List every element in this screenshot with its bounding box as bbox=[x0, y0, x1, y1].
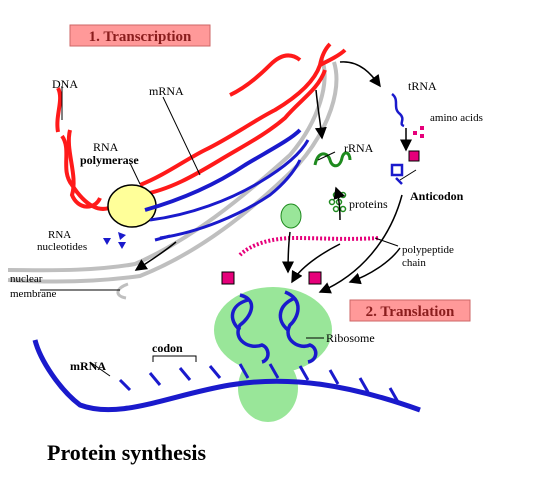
rna-nucleotides bbox=[103, 232, 126, 249]
amino-acids bbox=[413, 126, 424, 138]
label-nuclear-membrane-1: nuclear bbox=[10, 273, 43, 285]
mrna-strand bbox=[32, 339, 421, 413]
label-nuclear-membrane-2: membrane bbox=[10, 288, 57, 300]
transcription-label-box: 1. Transcription bbox=[69, 24, 211, 47]
codon-bracket bbox=[152, 355, 197, 362]
label-mrna-bottom: mRNA bbox=[70, 359, 106, 373]
ribosome-trnas bbox=[230, 290, 318, 364]
label-trna: tRNA bbox=[408, 79, 437, 93]
flow-arrows bbox=[134, 61, 412, 294]
translation-label: 2. Translation bbox=[366, 304, 455, 320]
charged-trna bbox=[390, 150, 420, 185]
transcribing-mrna bbox=[144, 128, 310, 242]
label-polypeptide-2: chain bbox=[402, 257, 426, 269]
amino-acid-site-a bbox=[221, 271, 235, 285]
dna-helix bbox=[55, 42, 347, 211]
trna-free bbox=[391, 93, 405, 128]
ribosome bbox=[214, 287, 332, 422]
label-dna: DNA bbox=[52, 77, 78, 91]
label-polypeptide-1: polypeptide bbox=[402, 244, 454, 256]
label-leaders bbox=[40, 86, 417, 377]
label-mrna-top: mRNA bbox=[149, 84, 184, 98]
label-rna-nucleotides-1: RNA bbox=[48, 229, 71, 241]
label-rna-polymerase-2: polymerase bbox=[80, 153, 139, 167]
label-rna-nucleotides-2: nucleotides bbox=[37, 241, 87, 253]
diagram-caption: Protein synthesis bbox=[47, 440, 207, 465]
label-proteins: proteins bbox=[349, 197, 388, 211]
ribosome-subunit bbox=[280, 203, 302, 229]
label-rna-polymerase-1: RNA bbox=[93, 140, 119, 154]
rna-polymerase bbox=[107, 184, 157, 228]
label-codon: codon bbox=[152, 341, 183, 355]
label-anticodon: Anticodon bbox=[410, 189, 464, 203]
label-amino-acids: amino acids bbox=[430, 112, 483, 124]
transcription-label: 1. Transcription bbox=[89, 29, 192, 45]
label-rrna: rRNA bbox=[344, 141, 374, 155]
translation-label-box: 2. Translation bbox=[349, 299, 471, 322]
amino-acid-site-p bbox=[308, 271, 322, 285]
rrna-strand bbox=[313, 151, 352, 168]
label-ribosome: Ribosome bbox=[326, 331, 375, 345]
polypeptide-chain bbox=[238, 235, 381, 257]
